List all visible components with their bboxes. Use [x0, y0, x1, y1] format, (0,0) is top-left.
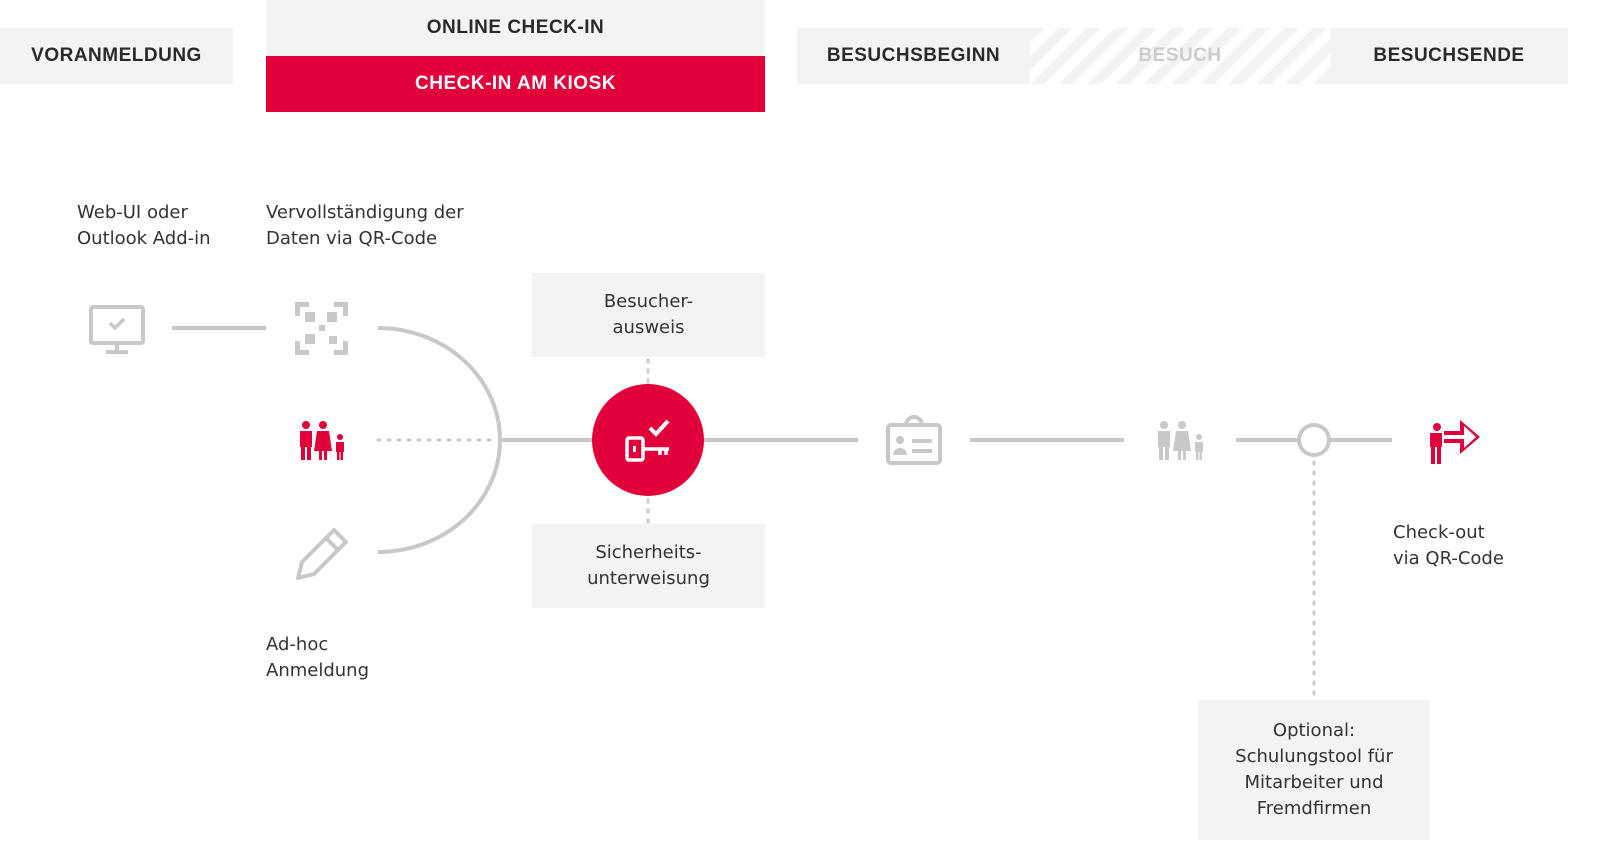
text: Mitarbeiter und: [1244, 772, 1384, 793]
safety-briefing-box: Sicherheits-unterweisung: [532, 524, 765, 608]
text: Check-out: [1393, 522, 1485, 543]
phase-voranmeldung: VORANMELDUNG: [0, 28, 233, 84]
text: Besucher-: [603, 291, 694, 312]
optional-node: [1297, 423, 1331, 457]
text: Optional:: [1272, 720, 1356, 741]
text: unterweisung: [587, 568, 710, 589]
phase-label: BESUCHSENDE: [1373, 45, 1525, 66]
checkout-exit-icon: [1430, 420, 1480, 464]
checkout-label: Check-out via QR-Code: [1393, 520, 1504, 572]
text: Sicherheits-: [595, 542, 702, 563]
qr-code-icon: [295, 302, 348, 355]
phase-besuch: BESUCH: [1030, 28, 1330, 84]
phase-online-check-in: ONLINE CHECK-IN: [266, 0, 765, 56]
text: Anmeldung: [266, 660, 369, 681]
dotted-connectors: [376, 358, 1316, 700]
pencil-icon: [296, 528, 348, 580]
id-badge-icon: [886, 415, 942, 465]
visitors-icon: [1158, 421, 1203, 460]
phase-besuchsende: BESUCHSENDE: [1330, 28, 1568, 84]
phase-label: BESUCHSBEGINN: [826, 45, 1001, 66]
text: Fremdfirmen: [1256, 798, 1372, 819]
visitor-badge-box: Besucher-ausweis: [532, 273, 765, 357]
text: ausweis: [612, 317, 685, 338]
phase-label: CHECK-IN AM KIOSK: [415, 73, 616, 94]
phase-label: BESUCH: [1138, 45, 1222, 66]
text: Outlook Add-in: [77, 228, 211, 249]
phase-label: ONLINE CHECK-IN: [426, 17, 605, 38]
phase-besuchsbeginn: BESUCHSBEGINN: [797, 28, 1030, 84]
text: Schulungstool für: [1235, 746, 1393, 767]
connectors: [172, 326, 1392, 554]
phase-kiosk-check-in: CHECK-IN AM KIOSK: [266, 56, 765, 112]
family-icon: [300, 421, 344, 460]
kiosk-node: [592, 384, 704, 496]
monitor-icon: [89, 305, 145, 354]
text: via QR-Code: [1393, 548, 1504, 569]
key-check-icon: [625, 419, 670, 462]
text: Web-UI oder: [77, 202, 188, 223]
text: Ad-hoc: [266, 634, 329, 655]
text: Vervollständigung der: [266, 202, 464, 223]
text: Daten via QR-Code: [266, 228, 438, 249]
phase-label: VORANMELDUNG: [31, 45, 202, 66]
